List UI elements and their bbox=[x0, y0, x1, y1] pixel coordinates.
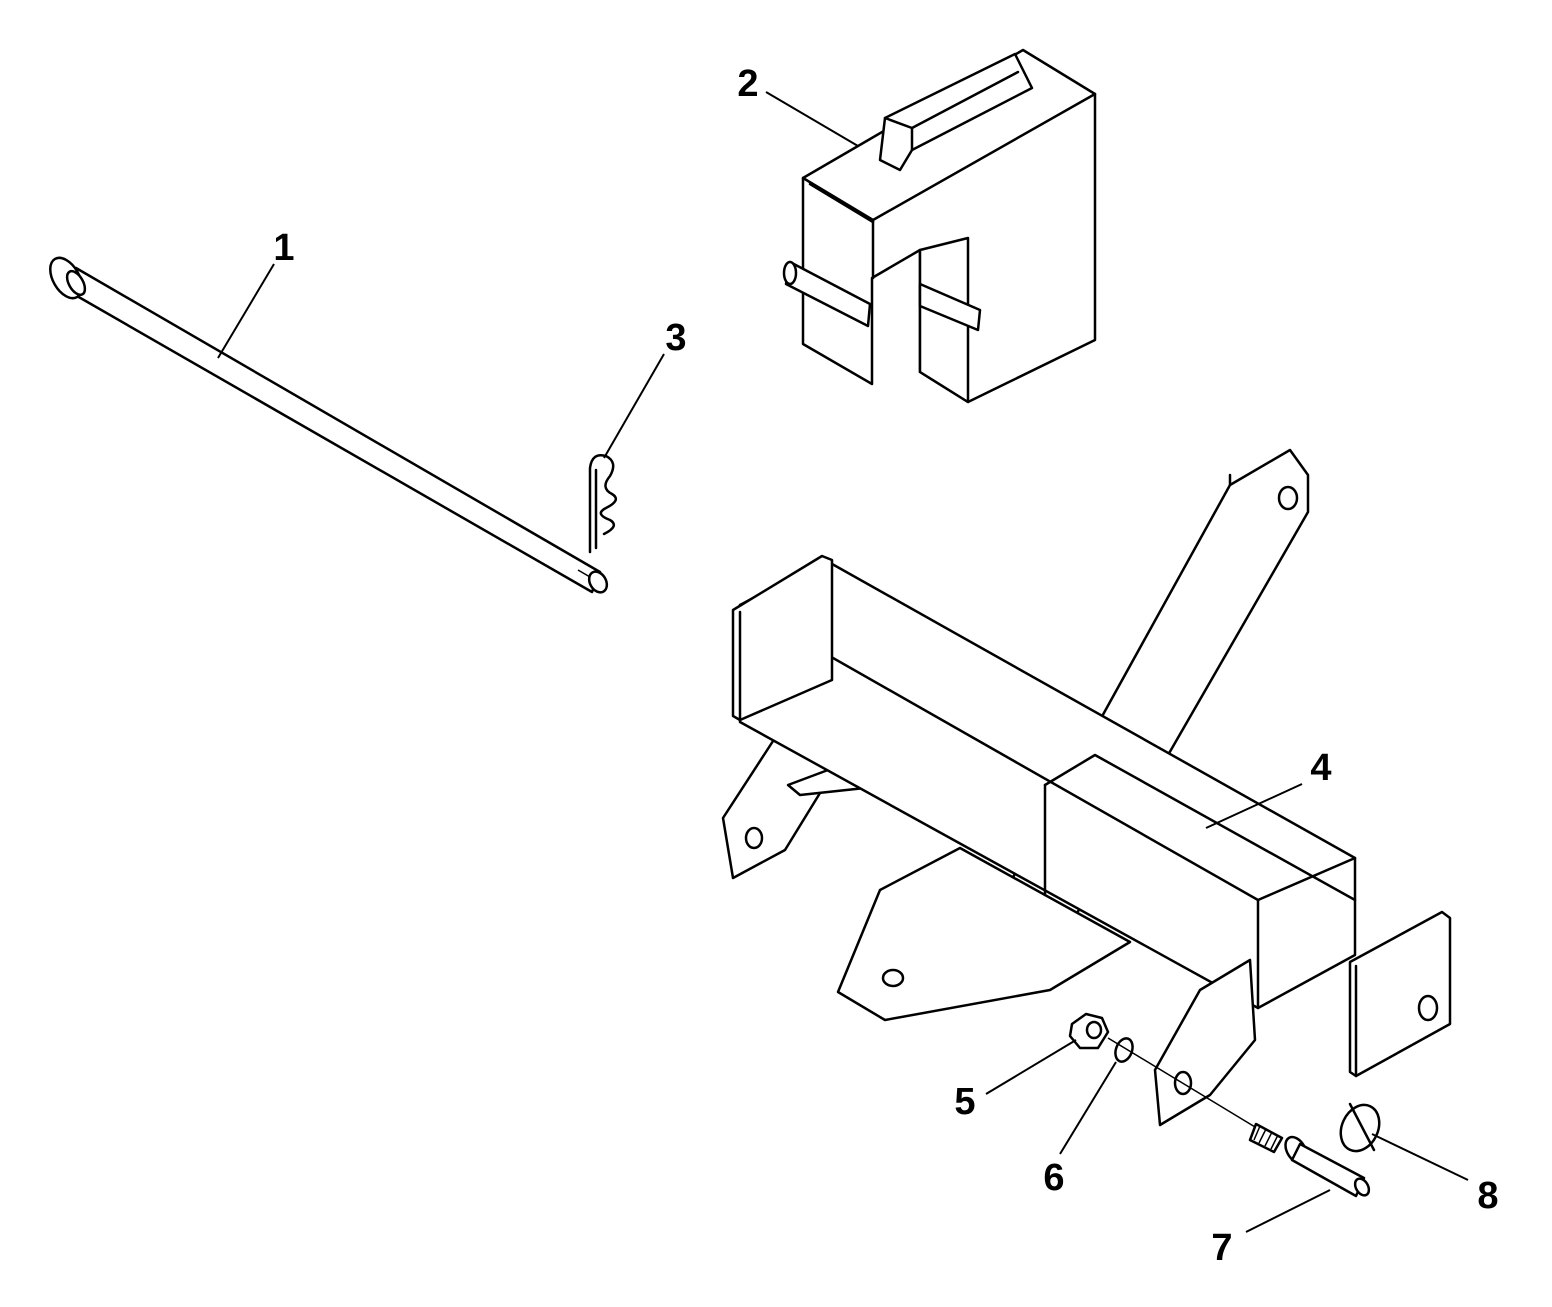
callout-8: 8 bbox=[1477, 1175, 1498, 1217]
part-6-washer bbox=[1114, 1037, 1134, 1063]
assembly-axis-line bbox=[1107, 1037, 1261, 1131]
callout-1: 1 bbox=[273, 227, 294, 269]
callout-7: 7 bbox=[1211, 1227, 1232, 1269]
part-5-nut bbox=[1068, 1012, 1110, 1050]
callout-5: 5 bbox=[954, 1081, 975, 1123]
leader-lines bbox=[217, 91, 1469, 1233]
callout-4: 4 bbox=[1310, 747, 1331, 789]
part-2-weight bbox=[782, 48, 1097, 404]
leader-7 bbox=[1245, 1189, 1331, 1233]
part-3-hair-pin bbox=[588, 454, 618, 554]
leader-1 bbox=[217, 263, 275, 359]
leader-4 bbox=[1205, 783, 1303, 829]
part-1-pin bbox=[49, 256, 609, 594]
leader-5 bbox=[985, 1039, 1077, 1095]
part-4-frame bbox=[721, 448, 1452, 1127]
callout-6: 6 bbox=[1043, 1157, 1064, 1199]
leader-3 bbox=[603, 353, 665, 459]
callout-3: 3 bbox=[665, 317, 686, 359]
part-7-stud bbox=[1248, 1122, 1371, 1198]
callout-2: 2 bbox=[737, 63, 758, 105]
callouts: 1 2 3 4 5 6 7 8 bbox=[273, 63, 1498, 1269]
leader-8 bbox=[1371, 1133, 1469, 1181]
part-8-linch-pin bbox=[1339, 1102, 1381, 1153]
leader-6 bbox=[1059, 1061, 1117, 1155]
leader-2 bbox=[765, 91, 859, 147]
